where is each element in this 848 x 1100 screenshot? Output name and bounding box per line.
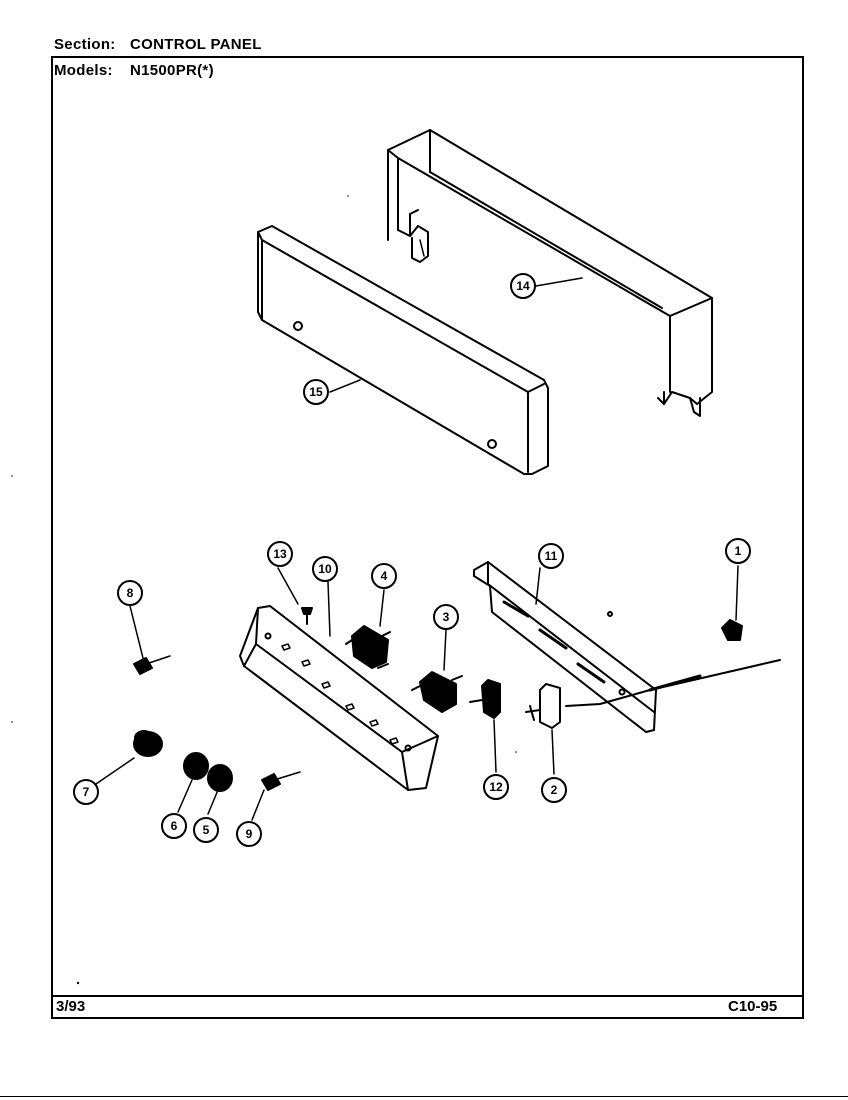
diagram-frame [51,56,804,1019]
part-9-pin [261,771,301,791]
part-6-knob [183,752,209,780]
part-5-knob [207,764,233,792]
part-1-clip [721,619,743,641]
callout-11-text: 11 [545,549,558,563]
section-value: CONTROL PANEL [130,36,262,53]
callout-9-text: 9 [246,827,253,841]
callout-8-text: 8 [127,586,134,600]
part-2-switch [525,683,561,729]
part-10-control-panel [239,605,439,791]
callout-2-text: 2 [551,783,558,797]
models-label: Models: [54,62,113,79]
footer-code: C10-95 [728,998,778,1015]
callout-10-text: 10 [318,562,332,576]
part-12-switch [469,679,501,719]
callout-6 [161,813,187,839]
scan-specks [11,195,517,985]
sensor-rod-segment [648,674,702,692]
callout-4 [371,563,397,589]
callout-4-text: 4 [381,569,388,583]
models-value: N1500PR(*) [130,62,214,79]
callout-15 [303,379,329,405]
callout-5 [193,817,219,843]
page-bottom-rule [0,1096,848,1097]
callout-13-text: 13 [273,547,287,561]
callout-1-text: 1 [735,544,742,558]
section-label: Section: [54,36,116,53]
callout-10 [312,556,338,582]
callout-8 [117,580,143,606]
callout-15-text: 15 [309,385,323,399]
callout-1 [725,538,751,564]
part-14-rear-bracket [387,129,713,417]
footer-rule [51,995,804,997]
part-13-screw [301,607,313,625]
callout-circles [73,273,751,847]
callout-7 [73,779,99,805]
part-15-front-panel [257,225,549,475]
callout-9 [236,821,262,847]
callout-3 [433,604,459,630]
part-8-pin [133,655,171,675]
callout-6-text: 6 [171,819,178,833]
callout-12-text: 12 [489,780,503,794]
callout-7-text: 7 [83,785,90,799]
callout-14 [510,273,536,299]
callout-14-text: 14 [516,279,530,293]
leader-lines [95,277,739,821]
part-11-bracket [473,561,657,733]
callout-5-text: 5 [203,823,210,837]
models-row: Models: N1500PR(*) [54,62,214,79]
callout-13 [267,541,293,567]
part-4-switch [345,625,391,669]
sensor-rod [565,659,781,707]
callout-2 [541,777,567,803]
callout-12 [483,774,509,800]
part-7-knob [133,730,163,757]
footer-date: 3/93 [56,998,86,1015]
callout-11 [538,543,564,569]
part-3-switch [411,671,463,713]
callout-3-text: 3 [443,610,450,624]
section-row: Section: CONTROL PANEL [54,36,262,53]
